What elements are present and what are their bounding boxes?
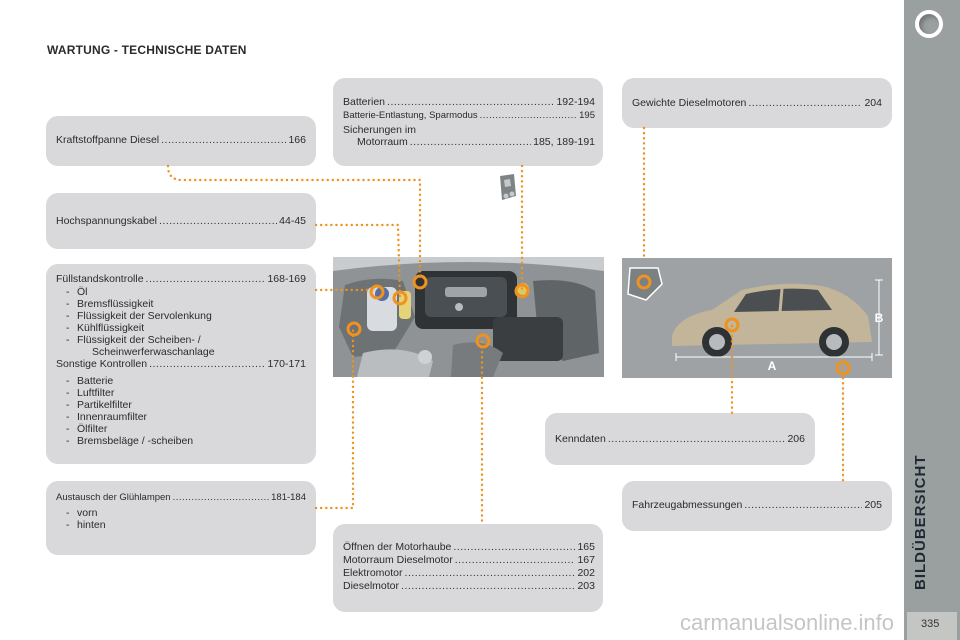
dimension-label-a: A <box>768 359 777 373</box>
watermark: carmanualsonline.info <box>680 610 895 635</box>
list-item: Bremsbeläge / -scheiben <box>66 435 306 447</box>
entry-sicherungen-label: Sicherungen im <box>343 124 416 136</box>
entry-fahrzeugabmessungen[interactable]: Fahrzeugabmessungen205 <box>632 499 882 511</box>
section-sidebar: BILDÜBERSICHT <box>904 0 960 640</box>
box-fuellstandskontrolle: Füllstandskontrolle168-169 Öl Bremsflüss… <box>46 264 316 464</box>
entry-motorraum-diesel[interactable]: Motorraum Dieselmotor167 <box>343 554 595 567</box>
page-title: WARTUNG - TECHNISCHE DATEN <box>47 43 247 57</box>
entry-kenndaten[interactable]: Kenndaten206 <box>555 433 805 445</box>
list-item: Kühlflüssigkeit <box>66 322 306 334</box>
list-item-continuation: Scheinwerferwaschanlage <box>92 346 215 358</box>
entry-gluehlampen[interactable]: Austausch der Glühlampen181-184 <box>56 492 306 504</box>
box-batterien: Batterien192-194 Batterie-Entlastung, Sp… <box>333 78 603 166</box>
engine-bay-image <box>333 257 604 377</box>
section-label: BILDÜBERSICHT <box>912 454 929 591</box>
car-side-image: A B <box>622 258 892 378</box>
entry-kraftstoffpanne[interactable]: Kraftstoffpanne Diesel166 <box>56 134 306 146</box>
gluehlampen-list: vorn hinten <box>56 507 306 531</box>
page-number-tab: 335 <box>907 612 957 640</box>
list-item: Öl <box>66 286 306 298</box>
box-gewichte: Gewichte Dieselmotoren204 <box>622 78 892 128</box>
dimension-label-b: B <box>875 311 884 325</box>
list-item: vorn <box>66 507 306 519</box>
box-motorhaube: Öffnen der Motorhaube165 Motorraum Diese… <box>333 524 603 612</box>
entry-sonstige-kontrollen[interactable]: Sonstige Kontrollen170-171 <box>56 358 306 370</box>
box-kraftstoffpanne: Kraftstoffpanne Diesel166 <box>46 116 316 166</box>
list-item: Luftfilter <box>66 387 306 399</box>
list-item: Innenraumfilter <box>66 411 306 423</box>
box-gluehlampen: Austausch der Glühlampen181-184 vorn hin… <box>46 481 316 555</box>
fuellstand-list: Öl Bremsflüssigkeit Flüssigkeit der Serv… <box>56 286 306 346</box>
box-kenndaten: Kenndaten206 <box>545 413 815 465</box>
entry-gewichte[interactable]: Gewichte Dieselmotoren204 <box>632 97 882 109</box>
chapter-circle-icon <box>915 10 943 38</box>
box-fahrzeugabmessungen: Fahrzeugabmessungen205 <box>622 481 892 531</box>
fuse-box-icon <box>500 174 516 200</box>
entry-batterien[interactable]: Batterien192-194 <box>343 96 595 108</box>
entry-sicherungen[interactable]: Motorraum185, 189-191 <box>343 136 595 148</box>
entry-batterie-entlastung[interactable]: Batterie-Entlastung, Sparmodus195 <box>343 110 595 122</box>
entry-elektromotor[interactable]: Elektromotor202 <box>343 567 595 580</box>
list-item: Batterie <box>66 375 306 387</box>
entry-fuellstandskontrolle[interactable]: Füllstandskontrolle168-169 <box>56 273 306 285</box>
entry-dieselmotor[interactable]: Dieselmotor203 <box>343 580 595 593</box>
list-item: hinten <box>66 519 306 531</box>
page-number: 335 <box>921 618 940 630</box>
entry-hochspannungskabel[interactable]: Hochspannungskabel44-45 <box>56 215 306 227</box>
entry-motorhaube-oeffnen[interactable]: Öffnen der Motorhaube165 <box>343 541 595 554</box>
list-item: Partikelfilter <box>66 399 306 411</box>
box-hochspannungskabel: Hochspannungskabel44-45 <box>46 193 316 249</box>
list-item: Bremsflüssigkeit <box>66 298 306 310</box>
list-item: Ölfilter <box>66 423 306 435</box>
identification-plate-icon <box>627 267 663 301</box>
list-item: Flüssigkeit der Servolenkung <box>66 310 306 322</box>
kontrollen-list: Batterie Luftfilter Partikelfilter Innen… <box>56 375 306 447</box>
list-item: Flüssigkeit der Scheiben- / <box>66 334 306 346</box>
